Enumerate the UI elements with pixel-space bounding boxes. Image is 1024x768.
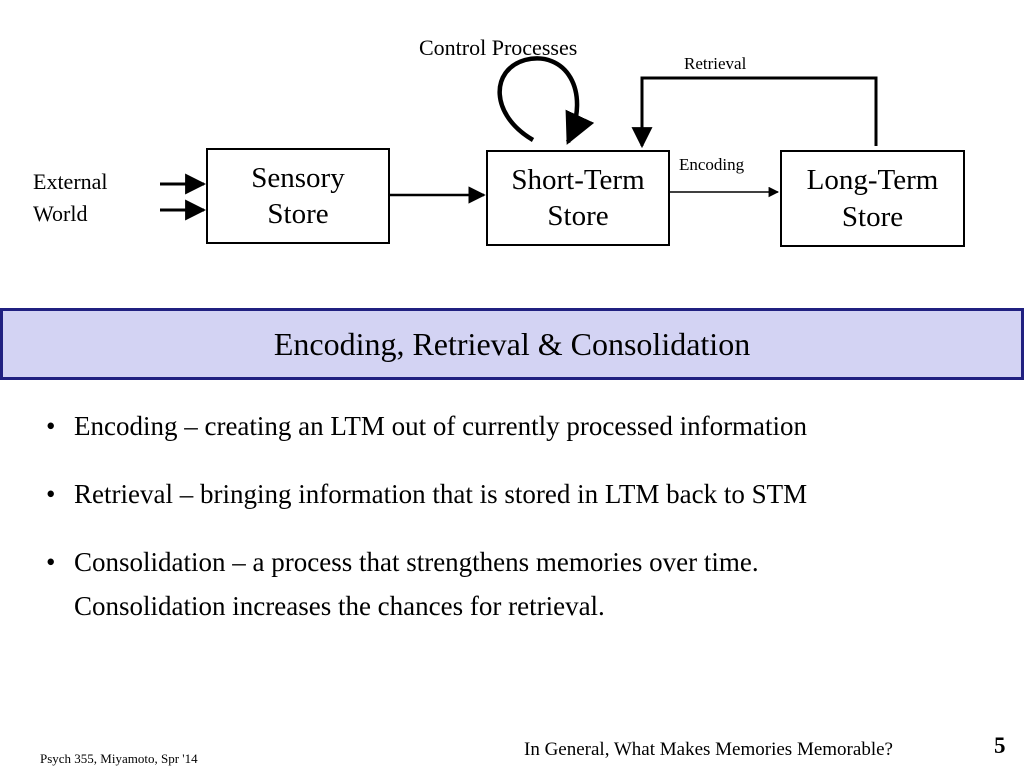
short-term-store-box: Short-Term Store [486,150,670,246]
slide-title-banner: Encoding, Retrieval & Consolidation [0,308,1024,380]
slide-title: Encoding, Retrieval & Consolidation [273,325,751,362]
sensory-store-line-1: Sensory [251,161,345,194]
bullet-line: Consolidation increases the chances for … [74,591,605,621]
bullet-line: Retrieval – bringing information that is… [74,479,808,509]
short-term-store-line-1: Short-Term [511,163,645,196]
long-term-store-box: Long-Term Store [780,150,965,247]
bullet-list: Encoding – creating an LTM out of curren… [44,404,1004,652]
bullet-line: Encoding – creating an LTM out of curren… [74,411,808,441]
long-term-store-line-1: Long-Term [806,164,939,197]
control-processes-loop [497,56,595,145]
encoding-label: Encoding [679,155,745,174]
short-term-store-line-2: Store [547,200,609,232]
external-world-line-2: World [33,201,88,226]
retrieval-arrow [631,76,878,149]
bullet-encoding: Encoding – creating an LTM out of curren… [44,404,1004,448]
footer-course: Psych 355, Miyamoto, Spr '14 [40,751,198,766]
sensory-store-box: Sensory Store [206,148,390,244]
memory-model-diagram [160,56,878,221]
external-world-line-1: External [33,169,108,194]
retrieval-label: Retrieval [684,54,747,73]
page-number: 5 [994,733,1006,758]
bullet-retrieval: Retrieval – bringing information that is… [44,472,1004,516]
external-world-label: External World [33,166,108,230]
sensory-store-line-2: Store [267,198,329,230]
long-term-store-line-2: Store [841,200,904,233]
footer-topic: In General, What Makes Memories Memorabl… [524,739,893,760]
bullet-consolidation: Consolidation – a process that strengthe… [44,540,1004,628]
bullet-line: Consolidation – a process that strengthe… [74,547,759,577]
control-processes-label: Control Processes [419,35,578,60]
